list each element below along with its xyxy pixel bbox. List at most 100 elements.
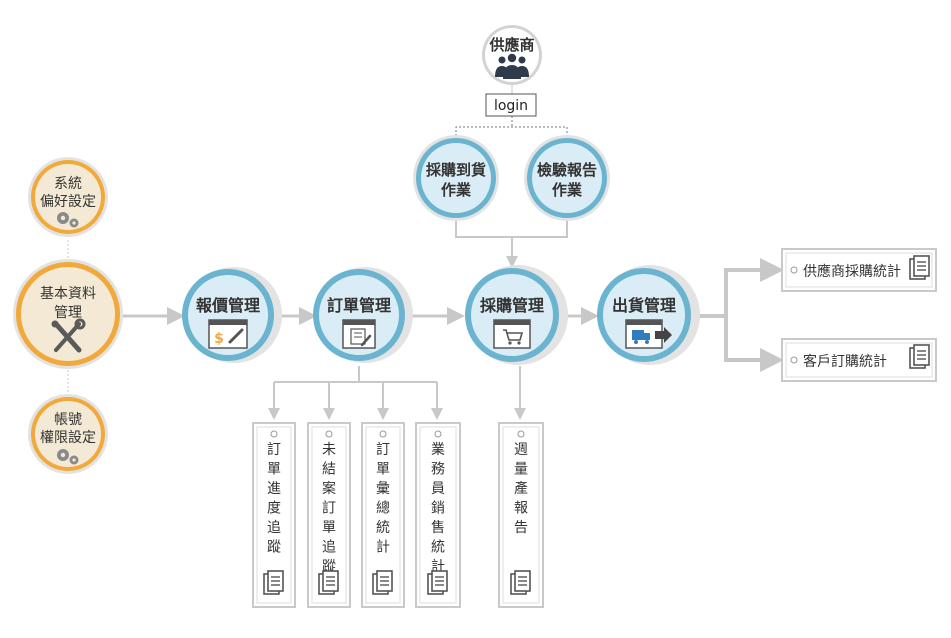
document-edit-icon: [342, 319, 376, 349]
supplier-function-inspection-report[interactable]: 檢驗報告 作業: [524, 135, 610, 221]
report-card-inner-frame: [785, 342, 933, 378]
report-card-hole: [270, 430, 278, 438]
report-card-char: 售: [431, 520, 445, 536]
side-node-system-preferences[interactable]: 系統 偏好設定: [28, 157, 108, 237]
login-dotted-bracket: [455, 126, 568, 140]
report-card-char: 訂: [376, 442, 390, 458]
people-icon: [495, 53, 529, 79]
report-card-char: 進: [267, 481, 281, 497]
arrow-to-supplier-stats: [693, 258, 784, 318]
side-node-line2: 權限設定: [40, 430, 96, 446]
flow-node-purchase[interactable]: 採購管理: [465, 265, 568, 365]
report-card-customer-order-stats[interactable]: 客戶訂購統計: [781, 338, 937, 382]
report-card-hole: [790, 356, 798, 364]
report-card-hole: [379, 430, 387, 438]
document-icon: [318, 570, 339, 595]
report-card-char: 案: [322, 480, 336, 497]
side-node-basic-data[interactable]: 基本資料 管理: [13, 259, 123, 369]
report-card-char: 訂: [322, 501, 336, 517]
supplier-function-line1: 檢驗報告: [537, 161, 597, 179]
side-node-account-permissions[interactable]: 帳號 權限設定: [28, 394, 108, 474]
report-card-char: 未: [322, 442, 336, 458]
report-card-char: 結: [322, 462, 336, 478]
flow-node-order[interactable]: 訂單管理: [313, 267, 413, 363]
flow-node-shipping[interactable]: 出貨管理: [597, 265, 700, 365]
side-node-circle: [21, 267, 115, 361]
side-node-line2: 管理: [54, 305, 82, 321]
document-icon: [263, 570, 284, 595]
report-card-char: 週: [514, 442, 528, 458]
report-card-char: 單: [322, 520, 336, 536]
side-node-circle: [35, 401, 101, 467]
report-card-char: 度: [267, 501, 281, 517]
login-box[interactable]: login: [485, 93, 537, 117]
side-node-line1: 基本資料: [40, 285, 96, 302]
report-card-char: 訂: [267, 442, 281, 458]
flow-node-label: 出貨管理: [612, 296, 676, 315]
document-icon: [909, 255, 930, 280]
report-card-char: 計: [376, 540, 390, 556]
report-card-inner-frame: [311, 426, 347, 604]
report-card-hole: [325, 430, 333, 438]
report-card-char: 追: [267, 520, 281, 536]
side-node-line1: 系統: [54, 176, 82, 192]
report-card-inner-frame: [785, 252, 933, 288]
report-card-inner-frame: [419, 426, 457, 604]
supplier-function-circle: [421, 143, 491, 213]
svg-text:$: $: [214, 331, 224, 347]
report-card-char: 業: [431, 442, 445, 458]
tools-icon: [51, 318, 86, 353]
report-card-supplier-purchase-stats[interactable]: 供應商採購統計: [781, 248, 937, 292]
report-card-inner-frame: [256, 426, 292, 604]
supplier-function-circle: [532, 143, 602, 213]
supplier-node: 供應商: [482, 25, 542, 85]
login-frame: [485, 93, 537, 117]
flow-node-label: 採購管理: [480, 296, 544, 315]
report-card-inner-frame: [502, 426, 540, 604]
document-icon: [909, 344, 930, 369]
report-card-char: 統: [376, 520, 390, 536]
report-card-char: 統: [431, 540, 445, 556]
report-card-char: 量: [514, 462, 528, 478]
supplier-label: 供應商: [488, 36, 534, 54]
document-icon: [427, 570, 448, 595]
report-card-char: 追: [322, 540, 336, 556]
flow-node-circle: [188, 275, 268, 355]
report-card-char: 員: [431, 481, 445, 497]
report-card-label: 供應商採購統計: [803, 263, 901, 280]
document-icon: [372, 570, 393, 595]
supplier-function-line2: 作業: [552, 181, 583, 199]
arrow-to-customer-stats: [724, 316, 784, 372]
report-card-char: 報: [514, 501, 528, 517]
supplier-function-purchase-arrival[interactable]: 採購到貨 作業: [413, 135, 499, 221]
report-card-char: 蹤: [267, 540, 281, 556]
flow-node-circle: [319, 275, 399, 355]
report-card-inner-frame: [365, 426, 401, 604]
supplier-function-line2: 作業: [441, 181, 472, 199]
flow-node-label: 報價管理: [196, 296, 260, 315]
side-node-line2: 偏好設定: [40, 194, 96, 210]
flow-node-quote[interactable]: 報價管理 $: [182, 267, 282, 363]
report-card-char: 總: [376, 500, 390, 517]
side-node-circle: [35, 164, 101, 230]
report-card-hole: [790, 266, 798, 274]
quote-icon: $: [208, 319, 248, 349]
report-card-char: 銷: [431, 501, 445, 517]
report-card-label: 客戶訂購統計: [803, 353, 887, 370]
report-card-char: 務: [431, 462, 445, 478]
shopping-cart-icon: [493, 319, 531, 349]
side-node-line1: 帳號: [54, 412, 82, 428]
flow-node-circle: [471, 274, 553, 356]
report-card-char: 告: [514, 520, 528, 536]
